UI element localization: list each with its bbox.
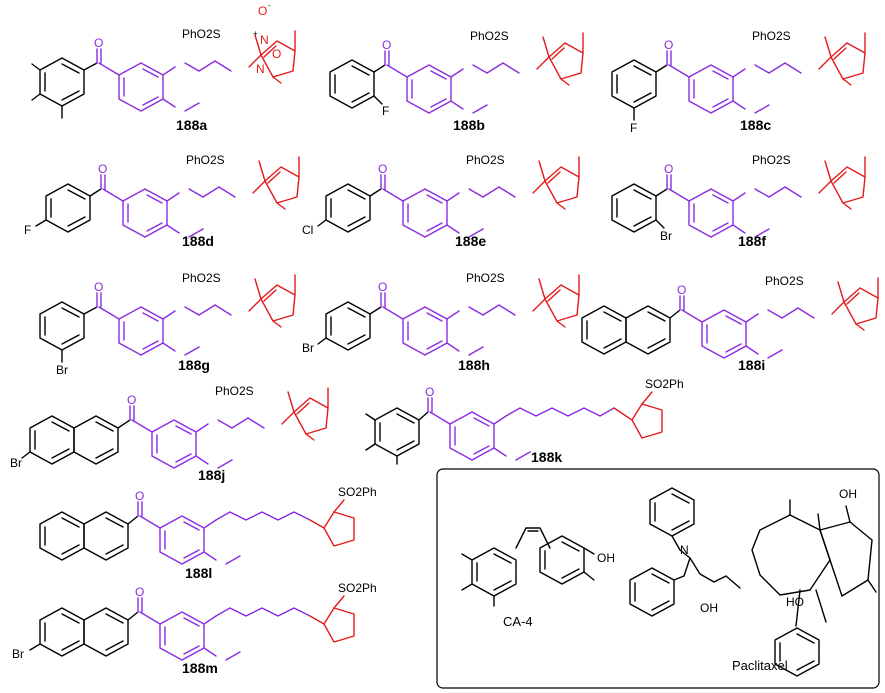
atom-so2ph-188m: SO2Ph <box>338 581 377 595</box>
ca4-structure <box>461 527 595 607</box>
caption-paclitaxel: Paclitaxel <box>732 658 788 673</box>
paclitaxel-structure <box>629 487 877 677</box>
atom-oh-paclitaxel-side: OH <box>700 601 718 615</box>
compound-188c <box>611 32 866 121</box>
atom-pho2s-188g: PhO2S <box>182 271 221 285</box>
atom-f-188c: F <box>630 121 637 135</box>
charge-minus: - <box>268 1 271 10</box>
atom-n-ring: N <box>256 62 265 76</box>
atom-f-188b: F <box>382 104 389 118</box>
atom-o-carbonyl-188j: O <box>127 393 136 407</box>
atom-o-carbonyl-188h: O <box>378 280 387 294</box>
atom-pho2s-188i: PhO2S <box>765 274 804 288</box>
label-188k: 188k <box>531 449 562 465</box>
atom-o-carbonyl-188b: O <box>382 38 391 52</box>
compound-188k <box>365 391 663 465</box>
compound-188d <box>35 156 300 238</box>
compound-188f <box>611 156 866 238</box>
label-188c: 188c <box>740 117 771 133</box>
atom-o-carbonyl-188g: O <box>94 280 103 294</box>
atom-o-carbonyl-188f: O <box>664 162 673 176</box>
atom-br-188j: Br <box>10 456 22 470</box>
label-188j: 188j <box>198 467 225 483</box>
atom-pho2s-188j: PhO2S <box>215 384 254 398</box>
atom-o-ring: O <box>272 47 281 61</box>
compound-188b <box>329 32 584 114</box>
atom-so2ph-188k: SO2Ph <box>645 377 684 391</box>
reference-compounds-box <box>436 468 880 689</box>
compound-188l <box>39 499 355 565</box>
atom-pho2s-188e: PhO2S <box>466 153 505 167</box>
atom-pho2s-188d: PhO2S <box>186 153 225 167</box>
label-188a: 188a <box>176 117 207 133</box>
compound-188m <box>29 595 355 661</box>
compound-188g <box>39 274 296 363</box>
atom-n-oxide: N <box>260 33 269 47</box>
atom-pho2s-188b: PhO2S <box>470 29 509 43</box>
label-188i: 188i <box>738 357 765 373</box>
atom-ho-paclitaxel: HO <box>786 595 804 609</box>
atom-br-188f: Br <box>660 229 672 243</box>
label-188m: 188m <box>182 660 218 676</box>
atom-nh-paclitaxel: N <box>680 543 689 557</box>
compound-188j <box>21 387 329 469</box>
label-188f: 188f <box>738 233 766 249</box>
atom-o-carbonyl-188k: O <box>425 385 434 399</box>
atom-cl-188e: Cl <box>302 223 313 237</box>
atom-oh-paclitaxel-top: OH <box>839 487 857 501</box>
atom-br-188m: Br <box>12 647 24 661</box>
label-188h: 188h <box>458 357 490 373</box>
atom-o-carbonyl-188e: O <box>378 162 387 176</box>
label-188e: 188e <box>455 233 486 249</box>
caption-ca4: CA-4 <box>503 614 533 629</box>
atom-oh-ca4: OH <box>597 551 615 565</box>
atom-o-carbonyl-188l: O <box>135 489 144 503</box>
atom-br-188g: Br <box>56 363 68 377</box>
compound-188i <box>581 277 879 359</box>
label-188g: 188g <box>178 357 210 373</box>
compound-188a <box>31 30 296 119</box>
compound-188e <box>317 156 580 238</box>
label-188l: 188l <box>185 565 212 581</box>
charge-plus: + <box>253 29 258 38</box>
atom-o-carbonyl-188c: O <box>664 38 673 52</box>
atom-o-carbonyl-188d: O <box>98 162 107 176</box>
atom-pho2s-188h: PhO2S <box>466 271 505 285</box>
atom-f-188d: F <box>24 223 31 237</box>
furoxan-atoms: N O O N + - <box>253 1 281 76</box>
atom-o-carbonyl-188m: O <box>135 585 144 599</box>
atom-o-carbonyl-188a: O <box>94 36 103 50</box>
atom-o-minus: O <box>258 4 267 18</box>
label-188b: 188b <box>453 117 485 133</box>
atom-br-188h: Br <box>302 341 314 355</box>
atom-so2ph-188l: SO2Ph <box>338 485 377 499</box>
atom-pho2s-188c: PhO2S <box>752 29 791 43</box>
label-188d: 188d <box>182 233 214 249</box>
atom-pho2s-188a: PhO2S <box>182 27 221 41</box>
atom-pho2s-188f: PhO2S <box>752 153 791 167</box>
atom-o-carbonyl-188i: O <box>677 283 686 297</box>
compound-188h <box>317 274 580 356</box>
